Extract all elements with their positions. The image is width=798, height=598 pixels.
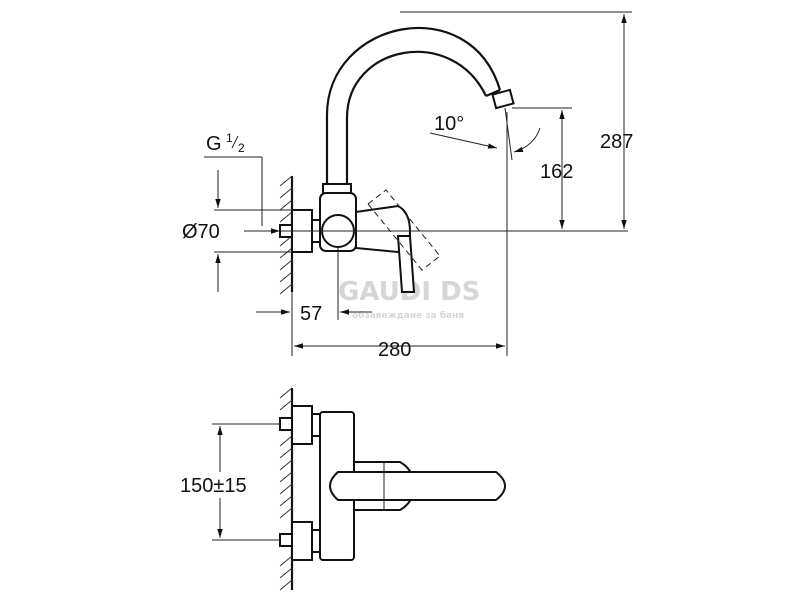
lever-arm-front [329,471,506,501]
thread-denominator: 2 [238,141,245,155]
diameter-dimension: Ø70 [182,170,292,292]
thread-callout: G 1 2 [204,131,263,226]
lever-swing-outline [367,189,441,271]
lower-rosette [291,521,313,561]
spacing-dimension: 150±15 [178,423,280,541]
diameter-label: Ø70 [182,221,220,243]
height-287-label: 287 [600,131,633,153]
side-view: 10° 162 287 G 1 2 [182,11,633,361]
offset-57-label: 57 [300,303,322,325]
upper-rosette [291,405,313,445]
dimension-287: 287 [400,11,633,229]
spout-aerator [491,88,515,110]
gooseneck-spout [322,26,515,195]
lower-inlet-stub [279,533,293,547]
thread-numerator: 1 [226,131,233,145]
thread-letter: G [206,133,222,155]
dimension-280: 280 [294,112,508,361]
upper-inlet-stub [279,417,293,431]
dimension-57: 57 [256,248,372,356]
upper-union [311,413,321,437]
mixer-body [319,192,412,254]
height-162-label: 162 [540,161,573,183]
watermark-tagline: обзавеждане за баня [352,310,464,321]
reach-280-label: 280 [378,339,411,361]
spacing-label: 150±15 [180,475,247,497]
angle-label: 10° [434,113,464,135]
lower-union [311,529,321,553]
mixer-lever [396,235,416,293]
angle-dimension: 10° [429,107,541,161]
front-view: 150±15 [178,387,506,591]
dimension-162: 162 [512,107,573,229]
